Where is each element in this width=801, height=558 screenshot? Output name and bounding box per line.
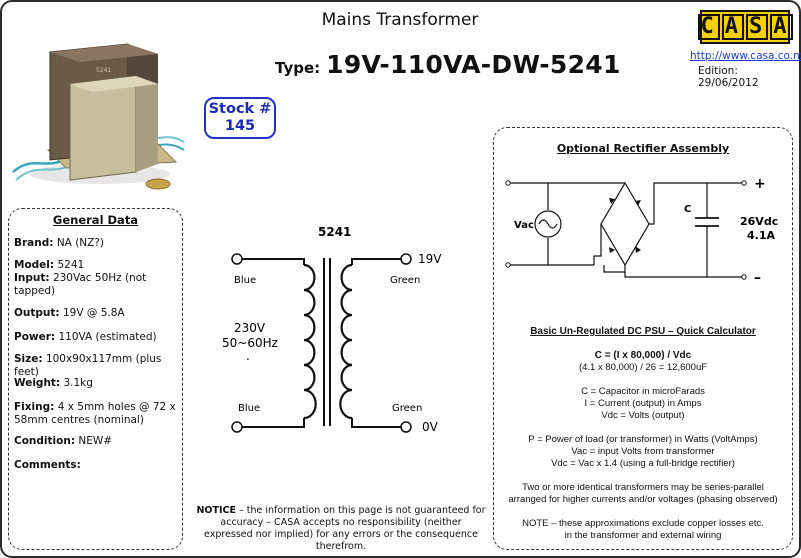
minus-label: – [754,270,761,286]
series-parallel-note-2: arranged for higher currents and/or volt… [508,494,778,505]
logo-letter: A [721,14,744,40]
secondary-top-label: Green [390,275,420,286]
formula-example: (4.1 x 80,000) / 26 = 12,600uF [578,362,708,373]
edition-date: Edition: 29/06/2012 [698,65,759,89]
photo-watermark: 12245-wizard.com [16,186,86,195]
amps-label: 4.1A [747,229,775,242]
condition-row: Condition: NEW# [14,435,113,447]
rectifier-circuit: Vac C + – 26Vdc 4.1A [505,176,778,286]
power-definition: P = Power of load (or transformer) in Wa… [528,434,758,445]
general-data-panel: General Data Brand: NA (NZ?) Model: 5241… [8,208,183,550]
page-title: Mains Transformer [321,10,479,30]
cap-label: C [684,204,691,215]
transformer-photo: 5241 [8,22,188,198]
logo-letter: C [697,14,720,40]
series-parallel-note-1: Two or more identical transformers may b… [522,482,764,493]
vdc-label: 26Vdc [740,215,778,228]
primary-frequency: 50~60Hz [222,336,278,350]
fixing-row: Fixing: 4 x 5mm holes @ 72 x 58mm centre… [14,401,176,426]
primary-top-terminal [231,253,243,265]
primary-dot: . [246,349,250,363]
notice-label: NOTICE [196,505,236,516]
losses-note-2: in the transformer and external wiring [564,530,722,541]
primary-top-label: Blue [234,275,256,286]
type-label: Type: [275,59,321,77]
schematic-model: 5241 [318,225,351,239]
output-row: Output: 19V @ 5.8A [14,307,125,319]
logo-letter: S [746,14,769,40]
power-row: Power: 110VA (estimated) [14,331,157,343]
primary-bottom-label: Blue [238,403,260,414]
secondary-bottom-terminal [400,421,412,433]
type-line: Type: 19V-110VA-DW-5241 [275,50,621,79]
general-data-heading: General Data [52,213,139,227]
secondary-winding [339,263,353,420]
primary-winding [303,263,317,420]
notice-text: – the information on this page is not gu… [204,505,486,552]
secondary-bottom-label: Green [392,403,422,414]
vac-definition: Vac = input Volts from transformer [571,446,715,457]
weight-row: Weight: 3.1kg [14,377,93,389]
logo-letter: A [770,14,793,40]
calculator-heading: Basic Un-Regulated DC PSU – Quick Calcul… [530,326,756,337]
definition-i: I = Current (output) in Amps [584,398,702,409]
losses-note-1: NOTE – these approximations exclude copp… [522,518,764,529]
website-link[interactable]: http://www.casa.co.nz [690,50,801,62]
svg-text:5241: 5241 [96,67,111,74]
stock-label: Stock # [208,101,272,117]
size-row: Size: 100x90x117mm (plus feet) [14,353,162,378]
secondary-top-terminal [400,253,412,265]
disclaimer-notice: NOTICE – the information on this page is… [196,505,486,553]
transformer-schematic: 5241 Blue Blue 230V 50~60Hz . Green Gree… [222,225,442,434]
vac-label: Vac [514,220,534,231]
rectifier-heading: Optional Rectifier Assembly [556,142,730,155]
primary-voltage: 230V [234,321,266,335]
comments-row: Comments: [14,459,81,471]
stock-number: 145 [224,118,256,134]
capacitor-formula: C = (I x 80,000) / Vdc [594,350,692,361]
bridge-rectifier [600,181,650,267]
brand-row: Brand: NA (NZ?) [14,237,105,249]
stock-badge: Stock # 145 [204,97,276,139]
model-row: Model: 5241 [14,259,85,271]
vdc-conversion: Vdc = Vac x 1.4 (using a full-bridge rec… [551,458,735,469]
definition-vdc: Vdc = Volts (output) [601,410,685,421]
plus-label: + [754,176,766,192]
definition-c: C = Capacitor in microFarads [581,386,705,397]
primary-bottom-terminal [231,421,243,433]
rectifier-panel: Optional Rectifier Assembly Vac C + – [493,127,793,550]
secondary-voltage-bottom: 0V [422,420,439,434]
input-row: Input: 230Vac 50Hz (not tapped) [14,272,147,297]
type-value: 19V-110VA-DW-5241 [326,50,621,79]
secondary-voltage-top: 19V [418,252,442,266]
